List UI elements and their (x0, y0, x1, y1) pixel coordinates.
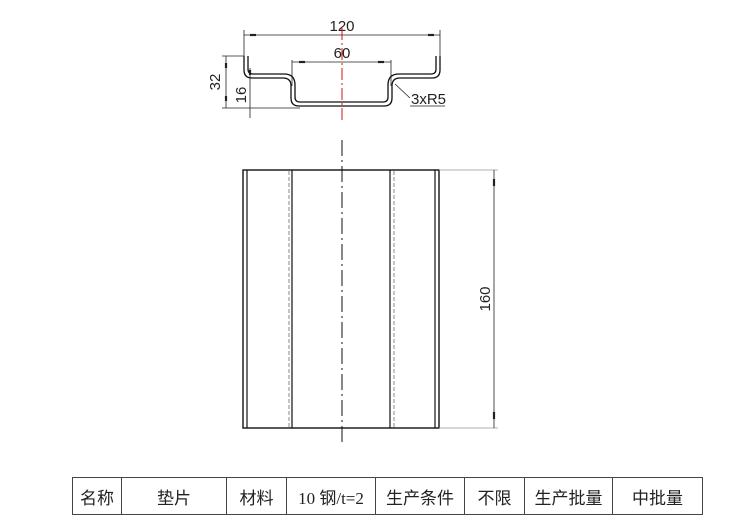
section-profile (243, 56, 441, 107)
bend-radius-leader (394, 83, 445, 107)
material-label-cell: 材料 (226, 477, 287, 515)
production-condition-label-cell: 生产条件 (375, 477, 465, 515)
section-view: 120 60 32 16 3xR5 (207, 18, 446, 122)
production-batch-value-cell: 中批量 (612, 477, 703, 515)
technical-drawing: 120 60 32 16 3xR5 (207, 18, 498, 445)
material-value-cell: 10 钢/t=2 (286, 477, 376, 515)
dim-160-label: 160 (477, 286, 494, 311)
dim-160 (439, 169, 498, 429)
front-view: 160 (242, 140, 498, 445)
bend-radius-label: 3xR5 (411, 91, 446, 108)
production-batch-label-cell: 生产批量 (524, 477, 613, 515)
name-value-cell: 垫片 (121, 477, 227, 515)
title-block-row: 名称 垫片 材料 10 钢/t=2 生产条件 不限 生产批量 中批量 (72, 477, 703, 515)
dim-32 (222, 55, 300, 109)
name-label-cell: 名称 (72, 477, 122, 515)
front-edge-lines (246, 170, 436, 428)
dim-16-label: 16 (233, 87, 250, 104)
dim-32-label: 32 (207, 74, 224, 91)
production-condition-value-cell: 不限 (464, 477, 525, 515)
dim-60 (291, 60, 392, 86)
front-hidden-lines (288, 171, 395, 427)
dim-120-label: 120 (329, 18, 354, 35)
title-block-table: 名称 垫片 材料 10 钢/t=2 生产条件 不限 生产批量 中批量 (72, 477, 703, 515)
front-outline (242, 169, 440, 429)
